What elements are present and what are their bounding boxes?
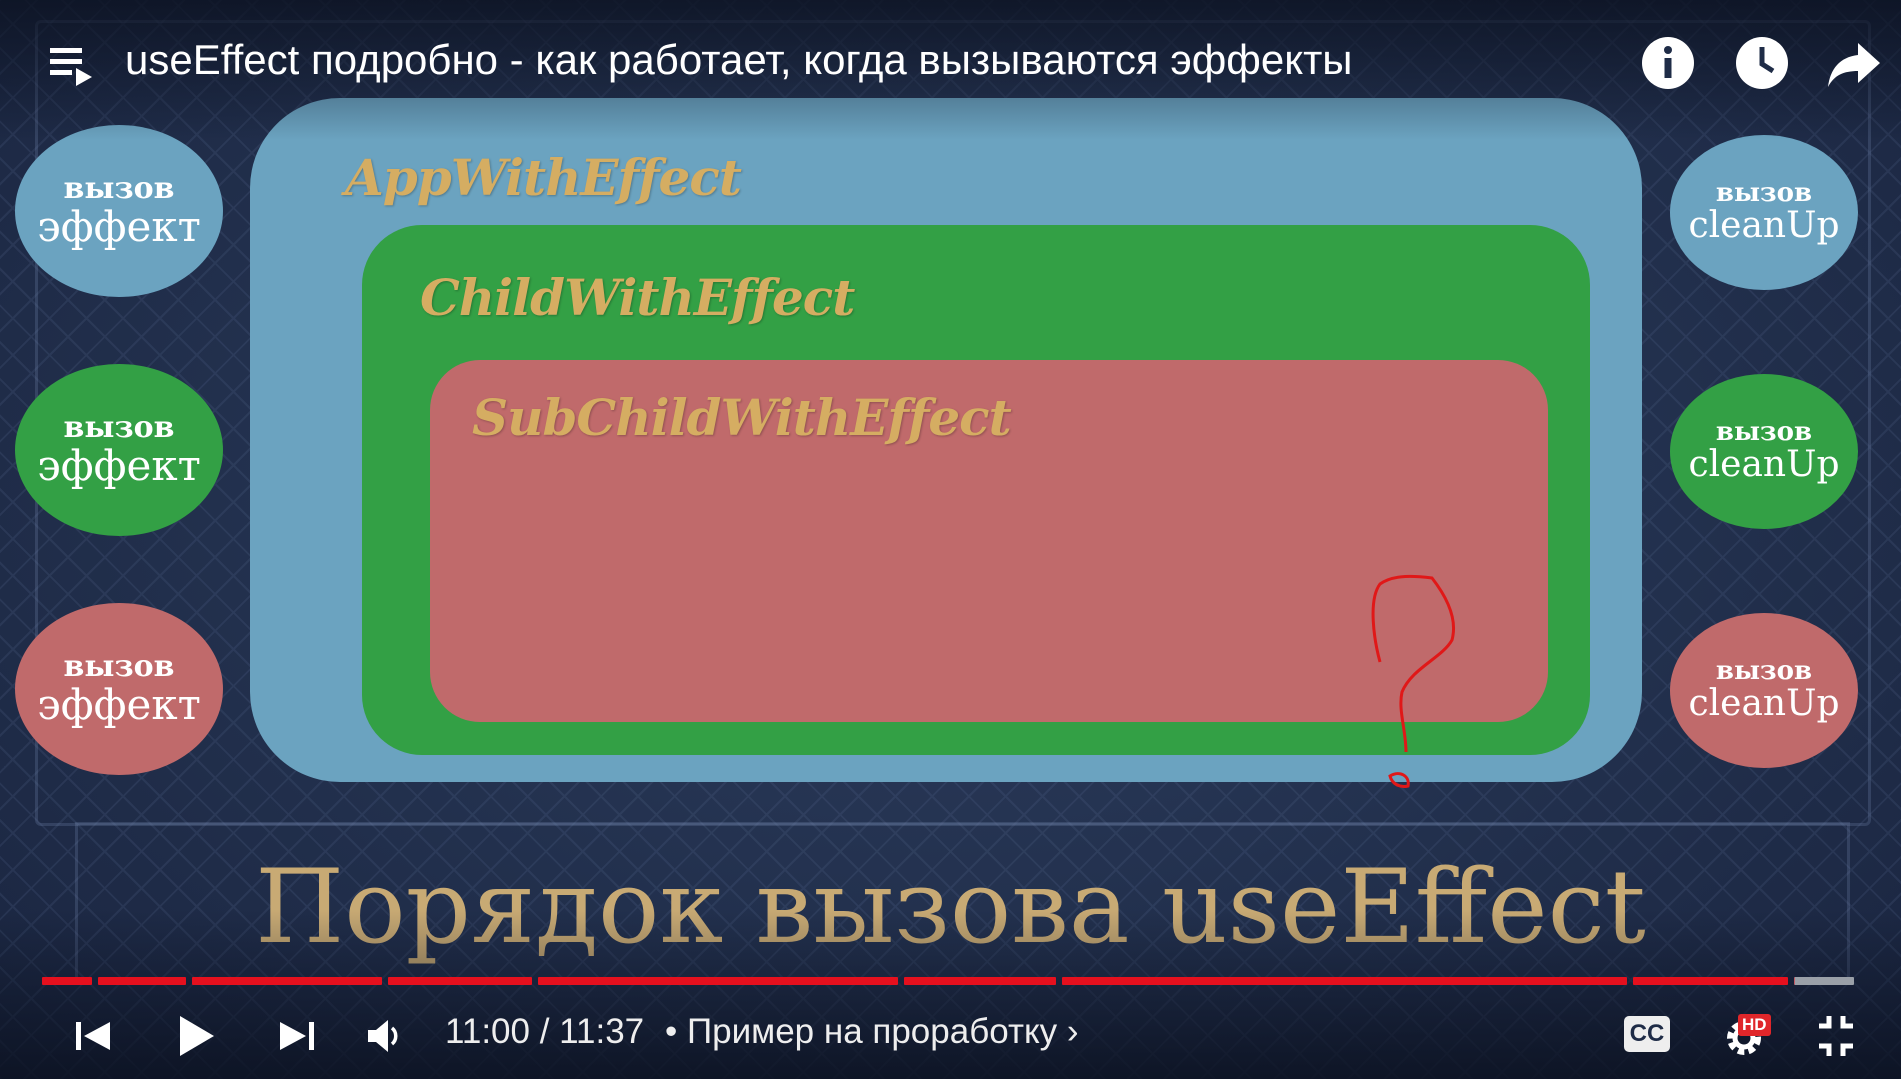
chapter-segment[interactable]: [904, 977, 1056, 985]
video-title[interactable]: useEffect подробно - как работает, когда…: [125, 36, 1353, 83]
chapter-segment[interactable]: [388, 977, 532, 985]
play-icon[interactable]: [172, 1008, 218, 1064]
subtitles-icon[interactable]: CC: [1624, 1016, 1670, 1052]
subchild-with-effect-box: [430, 360, 1548, 722]
progress-bar[interactable]: [42, 977, 1882, 985]
chapter-segment[interactable]: [98, 977, 186, 985]
oval-line1: вызов: [63, 649, 175, 685]
oval-line1: вызов: [63, 410, 175, 446]
oval-line2: эффект: [37, 679, 201, 729]
app-with-effect-label: AppWithEffect: [345, 148, 742, 207]
oval-line1: вызов: [63, 171, 175, 207]
time-display: 11:00 / 11:37: [445, 1012, 645, 1051]
heading-banner: [75, 822, 1850, 982]
oval-line1: вызов: [1715, 416, 1813, 447]
chapter-segment[interactable]: [1794, 977, 1854, 985]
question-mark-drawing: [1371, 574, 1456, 788]
watch-later-icon[interactable]: [1734, 35, 1790, 91]
chapter-segment[interactable]: [538, 977, 898, 985]
chevron-right-icon: ›: [1066, 1012, 1079, 1051]
exit-fullscreen-icon[interactable]: [1815, 1008, 1857, 1064]
hd-badge: HD: [1738, 1014, 1771, 1036]
subchild-with-effect-label: SubChildWithEffect: [472, 388, 1012, 447]
top-gradient: [0, 0, 1901, 140]
oval-line2: cleanUp: [1688, 683, 1840, 725]
child-with-effect-label: ChildWithEffect: [420, 268, 855, 327]
cleanup-call-oval-app: вызов cleanUp: [1670, 135, 1858, 290]
bottom-gradient: [0, 909, 1901, 1079]
effect-call-oval-app: вызов эффект: [15, 125, 223, 297]
chapter-label: • Пример на проработку: [665, 1012, 1058, 1051]
oval-line2: эффект: [37, 440, 201, 490]
oval-line1: вызов: [1715, 655, 1813, 686]
effect-call-oval-subchild: вызов эффект: [15, 603, 223, 775]
oval-line2: эффект: [37, 201, 201, 251]
info-icon[interactable]: [1640, 35, 1696, 91]
chapter-segment[interactable]: [192, 977, 382, 985]
oval-line1: вызов: [1715, 177, 1813, 208]
cleanup-call-oval-subchild: вызов cleanUp: [1670, 613, 1858, 768]
cleanup-call-oval-child: вызов cleanUp: [1670, 374, 1858, 529]
chapter-segment[interactable]: [42, 977, 92, 985]
oval-line2: cleanUp: [1688, 444, 1840, 486]
chapter-segment[interactable]: [1062, 977, 1627, 985]
previous-icon[interactable]: [72, 1008, 116, 1064]
volume-icon[interactable]: [364, 1008, 404, 1064]
playlist-icon[interactable]: [48, 44, 94, 88]
chapter-segment[interactable]: [1633, 977, 1788, 985]
share-icon[interactable]: [1826, 35, 1882, 91]
oval-line2: cleanUp: [1688, 205, 1840, 247]
effect-call-oval-child: вызов эффект: [15, 364, 223, 536]
chapter-title[interactable]: • Пример на проработку ›: [665, 1012, 1079, 1052]
next-icon[interactable]: [274, 1008, 318, 1064]
